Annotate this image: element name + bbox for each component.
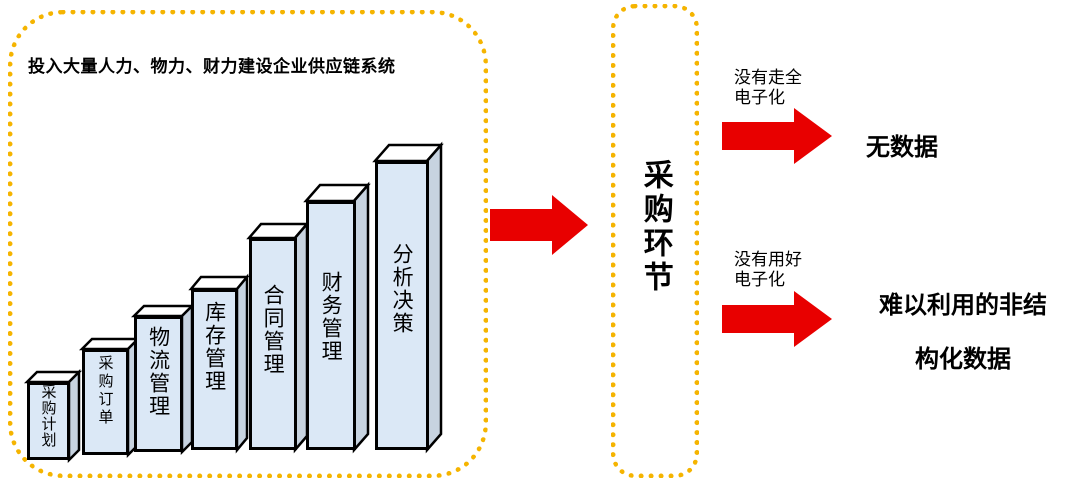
system-frame-title: 投入大量人力、物力、财力建设企业供应链系统 [28,57,396,77]
procurement-label: 采购环节 [637,159,673,295]
block-label: 财务管理 [319,271,344,363]
block-contract: 合同管理 [246,220,311,454]
outcome-note-2: 没有用好 电子化 [734,250,802,291]
block-label: 采购订单 [96,355,115,427]
outcome-result-2: 难以利用的非结 构化数据 [852,278,1074,386]
note-line: 电子化 [734,270,785,291]
note-line: 电子化 [734,88,785,109]
arrow-right-icon [722,291,832,347]
block-analysis: 分析决策 [372,141,445,454]
system-frame [8,10,488,478]
note-line: 没有走全 [734,68,802,88]
arrow-right-icon [722,108,832,164]
note-line: 没有用好 [734,250,802,270]
block-label: 采购计划 [27,384,70,448]
block-logistics: 物流管理 [130,302,196,456]
block-label: 物流管理 [146,326,171,418]
block-char: 采购计划 [39,384,58,448]
block-finance: 财务管理 [303,181,372,454]
block-label: 合同管理 [261,284,286,376]
block-label: 库存管理 [202,301,227,393]
block-inventory: 库存管理 [188,273,251,454]
block-purchase-plan: 采购计划 [23,368,83,464]
procurement-box: 采购环节 [611,4,699,478]
result-line: 难以利用的非结 [879,291,1047,319]
block-purchase-order: 采购订单 [78,335,142,459]
outcome-result-1: 无数据 [866,133,938,161]
block-label: 分析决策 [390,243,415,335]
result-line: 构化数据 [915,345,1011,373]
arrow-right-icon [490,195,588,255]
outcome-note-1: 没有走全 电子化 [734,68,802,109]
